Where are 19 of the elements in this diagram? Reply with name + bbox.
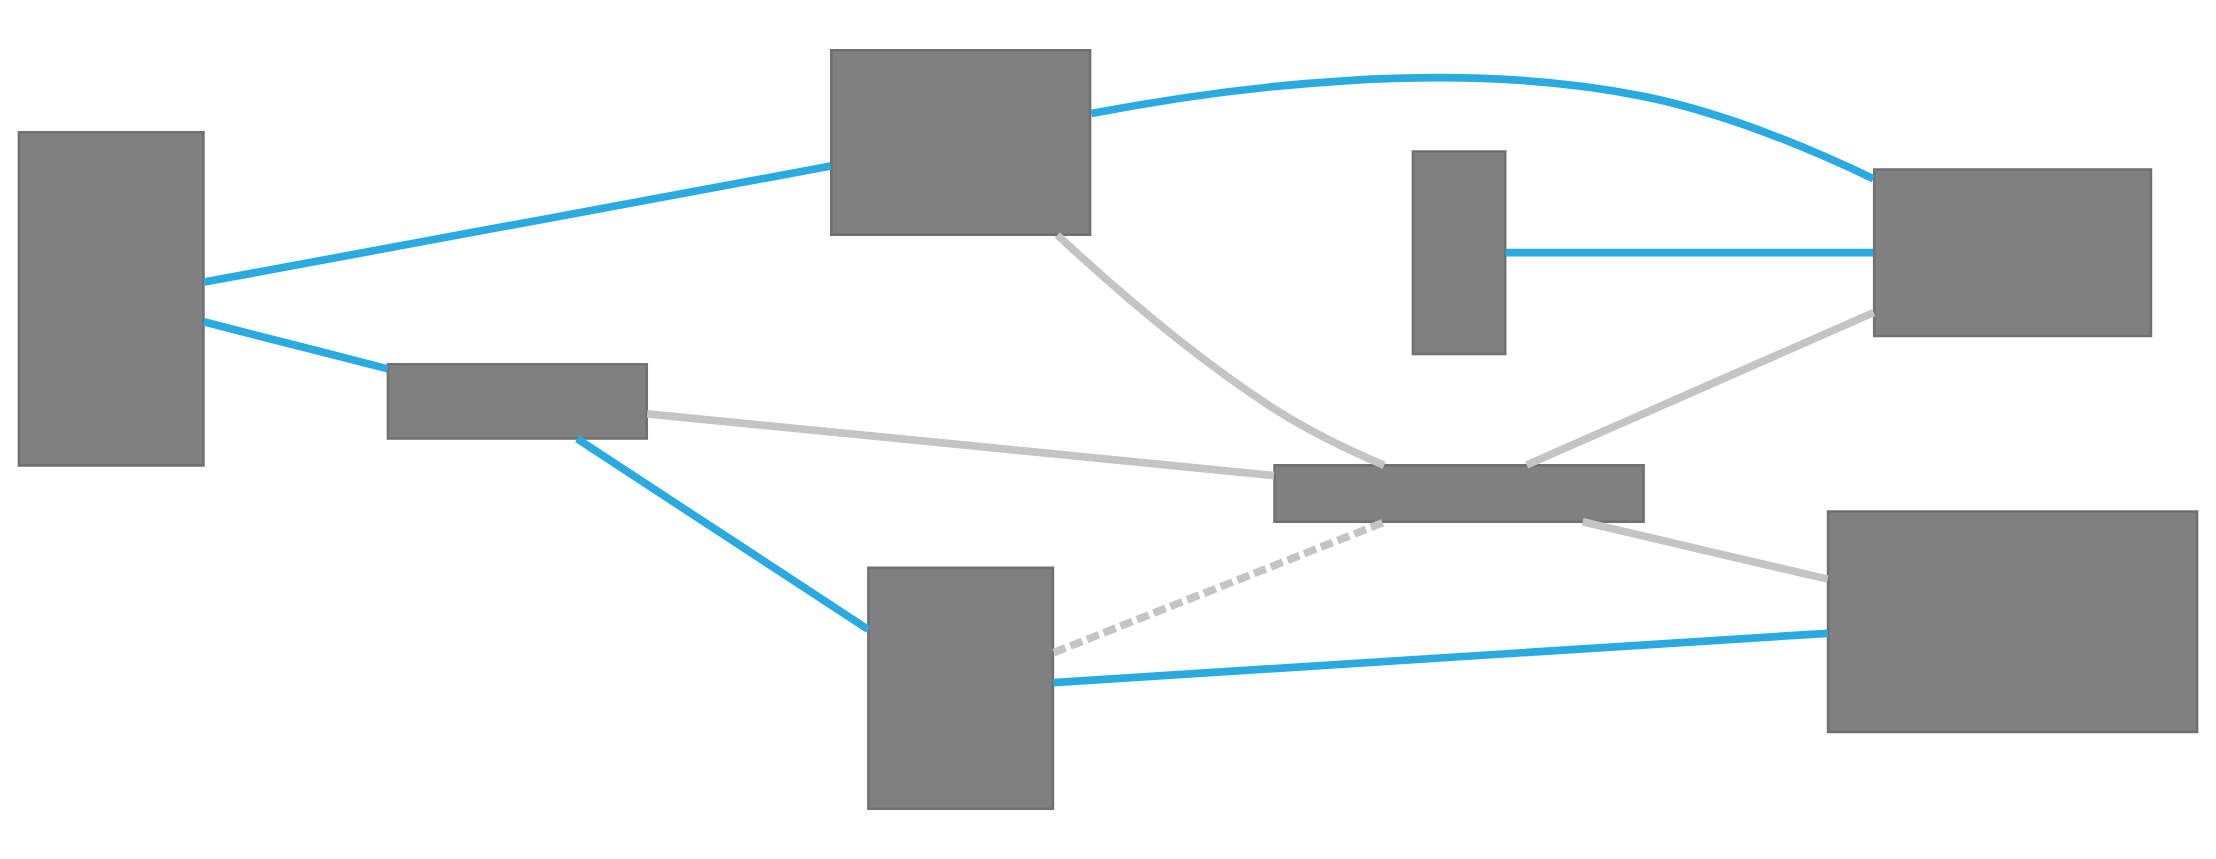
connector — [202, 318, 389, 373]
node-box — [1273, 464, 1645, 524]
node-box — [386, 362, 649, 440]
node-box — [1872, 168, 2153, 338]
connector — [1525, 309, 1876, 469]
node-box — [17, 130, 205, 467]
node-box — [1411, 150, 1507, 356]
node-box — [867, 566, 1055, 811]
connector — [1505, 248, 1874, 257]
connector — [1052, 518, 1387, 657]
connector — [646, 410, 1275, 480]
connector — [1054, 232, 1386, 469]
connector — [1053, 629, 1828, 687]
connector — [1581, 518, 1829, 583]
node-box — [1826, 510, 2199, 734]
connector — [203, 162, 832, 286]
node-box — [829, 48, 1092, 237]
connector — [575, 435, 871, 633]
connector — [1090, 73, 1875, 183]
